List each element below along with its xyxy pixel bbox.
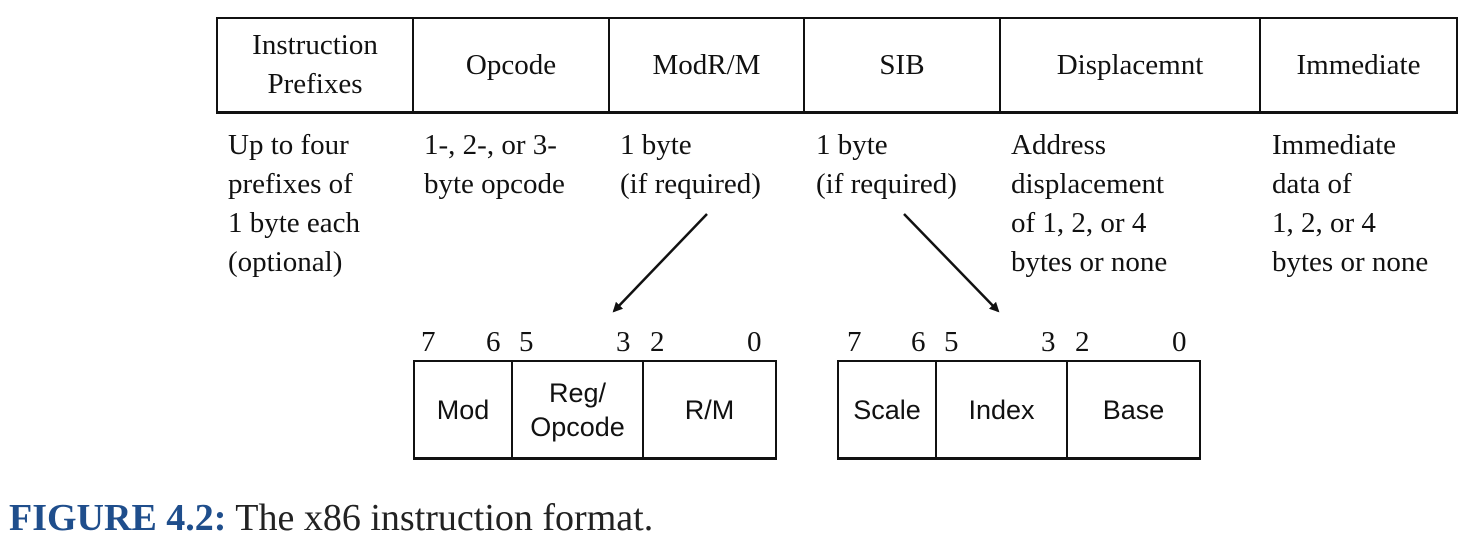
modrm-byte-table: Mod Reg/ Opcode R/M	[413, 360, 777, 460]
sib-byte-table: Scale Index Base	[837, 360, 1201, 460]
sib-bit-0: 0	[1172, 326, 1187, 358]
modrm-bit-0: 0	[747, 326, 762, 358]
field-displacement-label: Displacemnt	[1056, 48, 1204, 81]
modrm-reg-cell: Reg/ Opcode	[513, 362, 644, 457]
sib-arrow	[903, 213, 1000, 313]
modrm-reg-label: Reg/ Opcode	[530, 377, 625, 442]
instruction-format-table: Instruction Prefixes Opcode ModR/M SIB D…	[216, 17, 1458, 114]
field-prefixes: Instruction Prefixes	[218, 19, 414, 111]
sib-index-cell: Index	[937, 362, 1068, 457]
desc-prefixes: Up to four prefixes of 1 byte each (opti…	[228, 129, 361, 278]
modrm-bit-7: 7	[421, 326, 436, 358]
modrm-rm-label: R/M	[684, 394, 735, 425]
figure-caption: FIGURE 4.2: The x86 instruction format.	[9, 492, 653, 544]
sib-scale-cell: Scale	[839, 362, 937, 457]
sib-bit-2: 2	[1075, 326, 1090, 358]
modrm-bit-6: 6	[486, 326, 501, 358]
sib-bit-7: 7	[847, 326, 862, 358]
field-immediate-label: Immediate	[1296, 48, 1421, 81]
sib-bit-6: 6	[911, 326, 926, 358]
sib-base-cell: Base	[1068, 362, 1199, 457]
sib-scale-label: Scale	[853, 394, 921, 425]
field-prefixes-label: Instruction Prefixes	[252, 29, 378, 100]
modrm-bit-5: 5	[519, 326, 534, 358]
field-opcode-label: Opcode	[465, 48, 557, 81]
figure-caption-label: FIGURE 4.2:	[9, 497, 227, 539]
field-sib: SIB	[805, 19, 1001, 111]
field-displacement: Displacemnt	[1001, 19, 1261, 111]
sib-bit-3: 3	[1041, 326, 1056, 358]
desc-immediate: Immediate data of 1, 2, or 4 bytes or no…	[1272, 129, 1429, 278]
desc-displacement: Address displacement of 1, 2, or 4 bytes…	[1011, 129, 1168, 278]
modrm-mod-cell: Mod	[415, 362, 513, 457]
sib-bit-5: 5	[944, 326, 959, 358]
field-opcode: Opcode	[414, 19, 610, 111]
modrm-bit-2: 2	[650, 326, 665, 358]
sib-index-label: Index	[968, 394, 1035, 425]
figure-caption-text: The x86 instruction format.	[235, 497, 654, 539]
desc-sib: 1 byte (if required)	[816, 129, 957, 200]
field-sib-label: SIB	[879, 48, 925, 81]
modrm-mod-label: Mod	[436, 394, 490, 425]
sib-base-label: Base	[1102, 394, 1165, 425]
field-modrm: ModR/M	[610, 19, 805, 111]
desc-opcode: 1-, 2-, or 3- byte opcode	[424, 129, 565, 200]
desc-modrm: 1 byte (if required)	[620, 129, 761, 200]
field-modrm-label: ModR/M	[652, 48, 761, 81]
modrm-bit-3: 3	[616, 326, 631, 358]
modrm-rm-cell: R/M	[644, 362, 775, 457]
field-immediate: Immediate	[1261, 19, 1456, 111]
modrm-arrow	[612, 213, 708, 313]
